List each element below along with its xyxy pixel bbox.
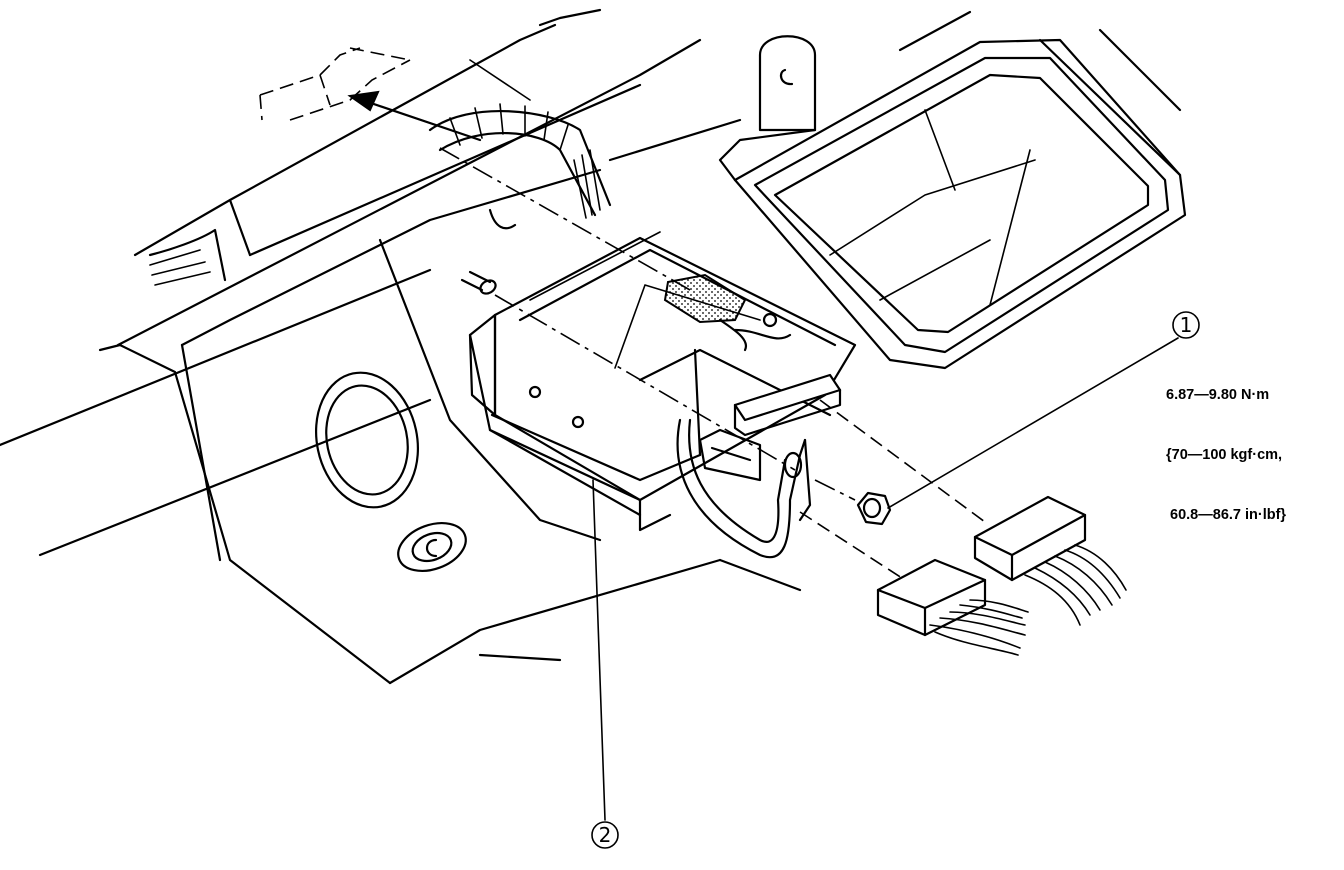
speaker-hole bbox=[314, 371, 420, 509]
torque-spec: 6.87—9.80 N·m {70—100 kgf·cm, 60.8—86.7 … bbox=[1166, 345, 1286, 545]
module-sockets bbox=[698, 373, 842, 482]
torque-spec-line-3: 60.8—86.7 in·lbf} bbox=[1166, 507, 1287, 523]
wiring-harness bbox=[148, 103, 612, 286]
callout-2-label: 2 bbox=[599, 823, 612, 847]
harness-connector-lower bbox=[876, 558, 1029, 656]
leader-lines bbox=[592, 337, 1179, 821]
panel-clip bbox=[397, 522, 467, 572]
callout-1: 1 bbox=[1172, 311, 1200, 339]
mounting-outline bbox=[259, 47, 411, 121]
harness-connector-upper bbox=[973, 495, 1127, 626]
alignment-lines bbox=[439, 147, 986, 581]
locating-pin bbox=[460, 270, 497, 295]
callout-2: 2 bbox=[591, 821, 619, 849]
torque-spec-line-2: {70—100 kgf·cm, bbox=[1166, 447, 1283, 463]
dashboard-panel bbox=[0, 8, 1182, 685]
direction-arrow bbox=[347, 90, 482, 142]
callout-1-label: 1 bbox=[1180, 313, 1193, 337]
control-module bbox=[468, 231, 857, 532]
mounting-nut bbox=[856, 491, 892, 526]
torque-spec-line-1: 6.87—9.80 N·m bbox=[1166, 387, 1270, 403]
air-duct bbox=[718, 35, 1187, 370]
